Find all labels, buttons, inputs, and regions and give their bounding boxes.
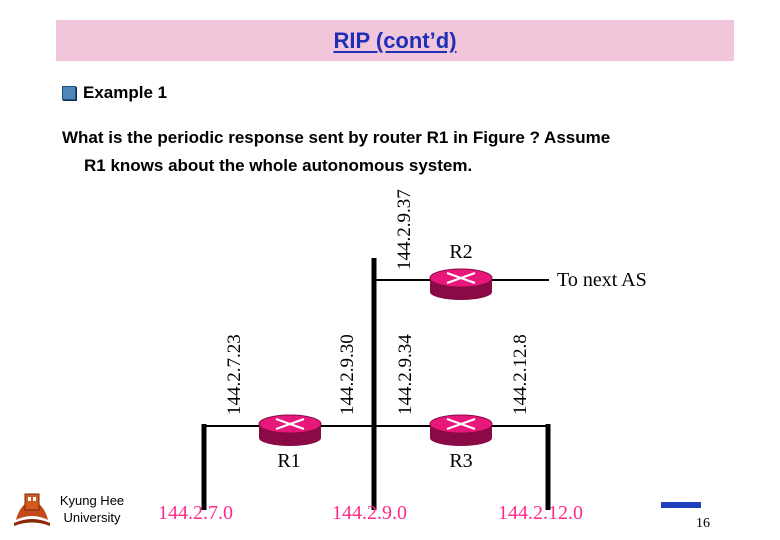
router-r2-label: R2 [449,241,472,263]
iface-r1-right: 144.2.9.30 [337,334,358,415]
square-bullet-icon [62,86,76,100]
slide-title: RIP (cont’d) [333,28,457,53]
iface-r1-left: 144.2.7.23 [224,334,245,415]
network-2-label: 144.2.9.0 [332,502,407,524]
iface-r2-top: 144.2.9.37 [394,189,415,270]
router-r1-icon [258,414,322,446]
question-line-2: R1 knows about the whole autonomous syst… [84,156,473,175]
bullet-text: Example 1 [83,83,168,102]
router-r1-label: R1 [277,450,300,472]
question-text: What is the periodic response sent by ro… [62,124,752,180]
network-3-label: 144.2.12.0 [498,502,583,524]
university-line-2: University [63,510,121,525]
university-logo-icon [14,493,50,526]
university-line-1: Kyung Hee [59,493,125,508]
router-r2-icon [429,268,493,300]
university-name: Kyung Hee University [52,492,132,526]
page-number: 16 [696,516,710,531]
title-bar: RIP (cont’d) [56,20,734,61]
iface-r3-right: 144.2.12.8 [510,334,531,415]
network-1-label: 144.2.7.0 [158,502,233,524]
iface-r3-left: 144.2.9.34 [395,334,416,415]
page-marker-bar [661,502,701,508]
router-r3-icon [429,414,493,446]
question-line-1: What is the periodic response sent by ro… [62,128,611,147]
router-r3-label: R3 [449,450,472,472]
next-as-label: To next AS [557,269,647,291]
